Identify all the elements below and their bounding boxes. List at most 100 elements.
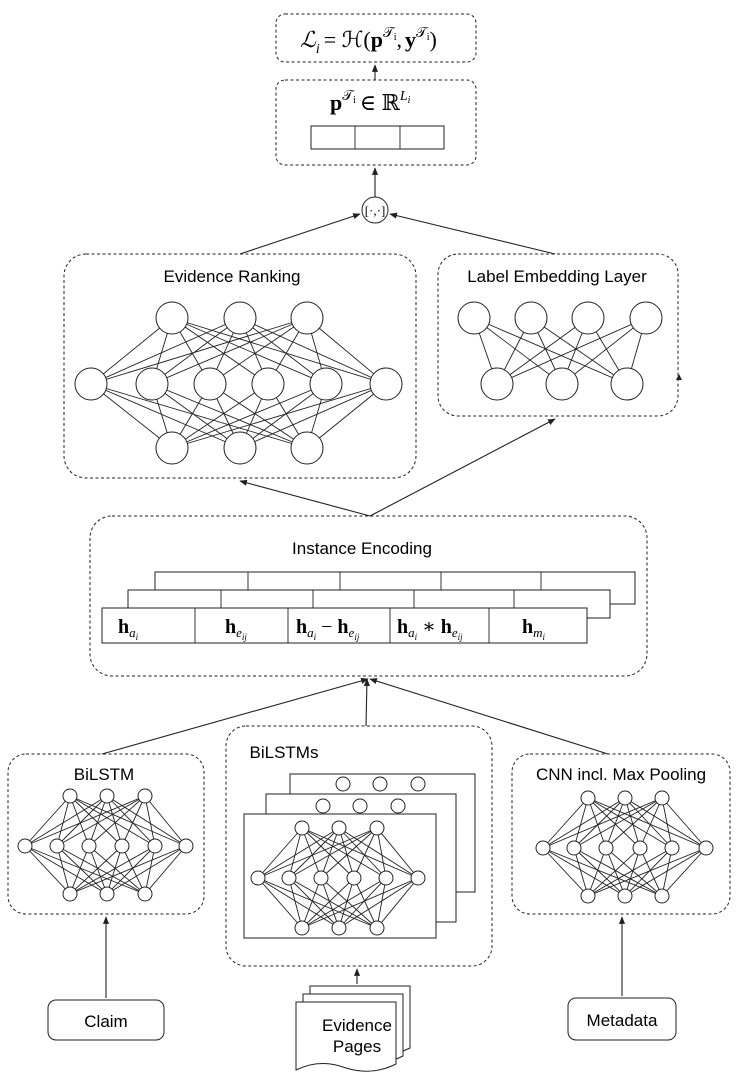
network-edge — [306, 317, 387, 385]
network-edge — [605, 847, 663, 897]
network-node — [49, 838, 65, 854]
network-edge — [151, 317, 308, 385]
network-edge — [639, 847, 663, 897]
probability-formula: p𝒯i∈ ℝLi — [330, 89, 411, 115]
network-node — [580, 790, 596, 806]
network-node — [346, 870, 362, 886]
network-edge — [288, 877, 303, 929]
network-edge — [661, 797, 707, 849]
network-node — [410, 776, 426, 792]
network-node — [74, 367, 108, 401]
network-edge — [301, 827, 355, 879]
cell-h-a: hai — [118, 616, 139, 642]
network-edge — [209, 383, 308, 449]
network-node — [372, 776, 388, 792]
network-edge — [661, 847, 707, 897]
network-edge — [288, 827, 340, 879]
network-node — [137, 886, 153, 902]
network-node — [566, 840, 582, 856]
network-node — [390, 798, 406, 814]
label-embedding-title: Label Embedding Layer — [467, 267, 647, 286]
network-edge — [121, 845, 146, 895]
evidence-pages-input: Evidence Pages — [295, 985, 411, 1072]
arrow-label-embedding-to-concat — [389, 212, 556, 255]
network-edge — [69, 845, 123, 895]
instance-encoding-box: Instance Encoding hai heij hai−heij hai∗… — [89, 515, 648, 677]
network-edge — [573, 847, 626, 897]
metadata-input: Metadata — [567, 997, 677, 1041]
network-edge — [338, 877, 387, 929]
network-node — [290, 431, 324, 465]
network-edge — [376, 827, 419, 879]
loss-box: ℒi= ℋ(p𝒯i,y𝒯i) — [275, 13, 477, 63]
network-node — [369, 820, 385, 836]
network-edge — [69, 795, 123, 847]
network-node — [369, 920, 385, 936]
network-node — [309, 367, 343, 401]
network-edge — [239, 383, 387, 449]
network-edge — [301, 827, 419, 879]
network-node — [251, 367, 285, 401]
bilstms-title: BiLSTMs — [250, 743, 319, 762]
network-edge — [573, 797, 589, 849]
network-edge — [530, 317, 628, 385]
network-edge — [376, 877, 419, 929]
network-edge — [320, 827, 378, 879]
network-edge — [587, 847, 707, 897]
network-edge — [88, 845, 108, 895]
cnn-box: CNN incl. Max Pooling — [511, 753, 731, 915]
network-edge — [353, 827, 378, 879]
network-edge — [605, 797, 626, 849]
network-edge — [171, 383, 269, 449]
network-edge — [106, 845, 156, 895]
network-edge — [624, 847, 707, 897]
network-node — [480, 367, 514, 401]
network-edge — [24, 795, 108, 847]
network-edge — [24, 795, 146, 847]
network-edge — [106, 795, 123, 847]
network-edge — [56, 795, 71, 847]
network-node — [114, 838, 130, 854]
network-edge — [69, 795, 156, 847]
stray-arrowhead — [676, 374, 682, 380]
network-edge — [624, 847, 673, 897]
network-edge — [24, 845, 71, 895]
loss-formula: ℒi= ℋ(p𝒯i,y𝒯i) — [300, 26, 437, 57]
network-edge — [561, 317, 647, 385]
network-edge — [171, 383, 387, 449]
bilstm-title: BiLSTM — [74, 765, 134, 784]
network-edge — [56, 845, 146, 895]
network-node — [617, 888, 633, 904]
network-edge — [473, 317, 628, 385]
network-edge — [288, 877, 340, 929]
network-node — [81, 838, 97, 854]
evidence-label: Evidence — [322, 1016, 392, 1035]
network-node — [331, 820, 347, 836]
network-edge — [496, 317, 589, 385]
network-edge — [90, 317, 308, 385]
network-edge — [151, 317, 241, 385]
network-edge — [587, 847, 641, 897]
network-edge — [106, 795, 156, 847]
network-node — [17, 838, 33, 854]
network-edge — [661, 797, 673, 849]
arrow-encoding-to-ranking — [239, 479, 371, 517]
network-edge — [587, 797, 641, 849]
network-edge — [301, 877, 355, 929]
network-edge — [573, 797, 663, 849]
arrow-bilstms-to-encoding — [363, 678, 370, 727]
network-edge — [624, 797, 673, 849]
network-edge — [320, 877, 378, 929]
network-node — [335, 776, 351, 792]
network-edge — [288, 877, 378, 929]
network-edge — [90, 317, 241, 385]
network-edge — [171, 317, 387, 385]
network-node — [193, 367, 227, 401]
network-node — [62, 788, 78, 804]
network-node — [378, 870, 394, 886]
network-node — [62, 886, 78, 902]
network-edge — [605, 847, 626, 897]
network-edge — [90, 317, 173, 385]
network-edge — [573, 797, 626, 849]
network-edge — [587, 847, 673, 897]
